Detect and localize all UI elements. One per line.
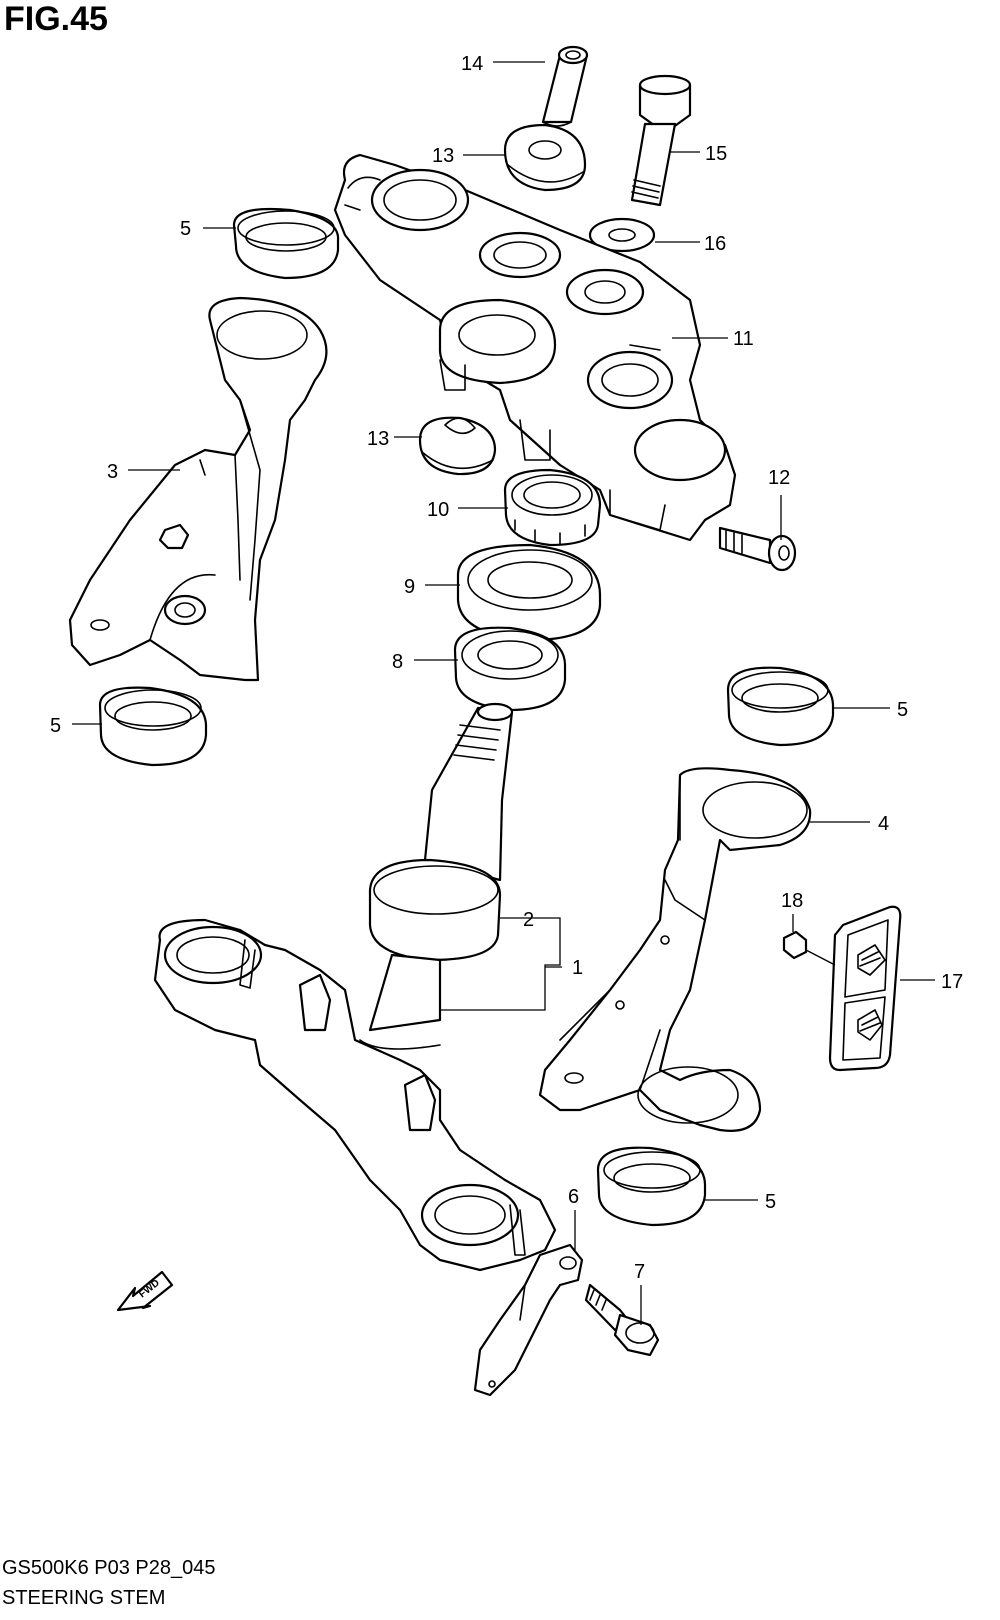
part-5-grommet-upper-left[interactable] <box>232 207 340 280</box>
part-12-bolt[interactable] <box>718 526 797 572</box>
callout-13-mid: 13 <box>367 428 389 450</box>
callout-15: 15 <box>705 143 727 165</box>
part-5-grommet-left[interactable] <box>98 686 208 767</box>
lower-bracket[interactable] <box>153 918 557 1272</box>
callout-5-lower-right: 5 <box>765 1191 776 1213</box>
figure-title: FIG.45 <box>4 0 108 38</box>
callout-3: 3 <box>107 461 118 483</box>
callout-18: 18 <box>781 890 803 912</box>
part-1-steering-stem[interactable] <box>368 702 514 1032</box>
callout-6: 6 <box>568 1186 579 1208</box>
part-11-upper-bracket[interactable] <box>333 153 737 542</box>
part-3-left-bracket[interactable] <box>68 296 328 682</box>
callout-1: 1 <box>572 957 583 979</box>
part-13-cushion-mid[interactable] <box>418 416 497 476</box>
callout-2: 2 <box>523 909 534 931</box>
callout-9: 9 <box>404 576 415 598</box>
part-16-washer[interactable] <box>588 217 656 253</box>
part-10-lock-nut[interactable] <box>503 468 602 547</box>
part-7-bolt[interactable] <box>584 1283 660 1357</box>
part-5-grommet-lower-right[interactable] <box>596 1146 707 1227</box>
callout-7: 7 <box>634 1261 645 1283</box>
part-9-dust-seal[interactable] <box>456 543 602 642</box>
part-17-reflector[interactable] <box>828 905 902 1072</box>
callout-14: 14 <box>461 53 483 75</box>
callout-13-top: 13 <box>432 145 454 167</box>
callout-17: 17 <box>941 971 963 993</box>
part-6-lower-stay[interactable] <box>473 1243 584 1397</box>
figure-code: GS500K6 P03 P28_045 <box>2 1557 216 1579</box>
callout-8: 8 <box>392 651 403 673</box>
callout-16: 16 <box>704 233 726 255</box>
part-13-cushion-top[interactable] <box>503 123 587 192</box>
part-5-grommet-right[interactable] <box>726 666 835 747</box>
callout-11: 11 <box>733 328 754 350</box>
part-14-collar[interactable] <box>541 45 589 127</box>
fwd-arrow-icon: FWD <box>116 1270 174 1312</box>
leader-lines <box>72 61 935 1325</box>
figure-caption: STEERING STEM <box>2 1587 166 1609</box>
callout-4: 4 <box>878 813 889 835</box>
part-4-right-bracket[interactable] <box>538 767 812 1132</box>
part-8-bearing[interactable] <box>453 626 567 712</box>
callout-12: 12 <box>768 467 790 489</box>
callout-5-upper-left: 5 <box>180 218 191 240</box>
callout-5-right: 5 <box>897 699 908 721</box>
callouts: 14 15 13 16 5 11 13 3 12 10 9 8 5 5 4 18… <box>50 53 963 1283</box>
part-15-bolt[interactable] <box>630 74 692 207</box>
part-18-nut[interactable] <box>782 930 808 960</box>
callout-5-left: 5 <box>50 715 61 737</box>
callout-10: 10 <box>427 499 449 521</box>
